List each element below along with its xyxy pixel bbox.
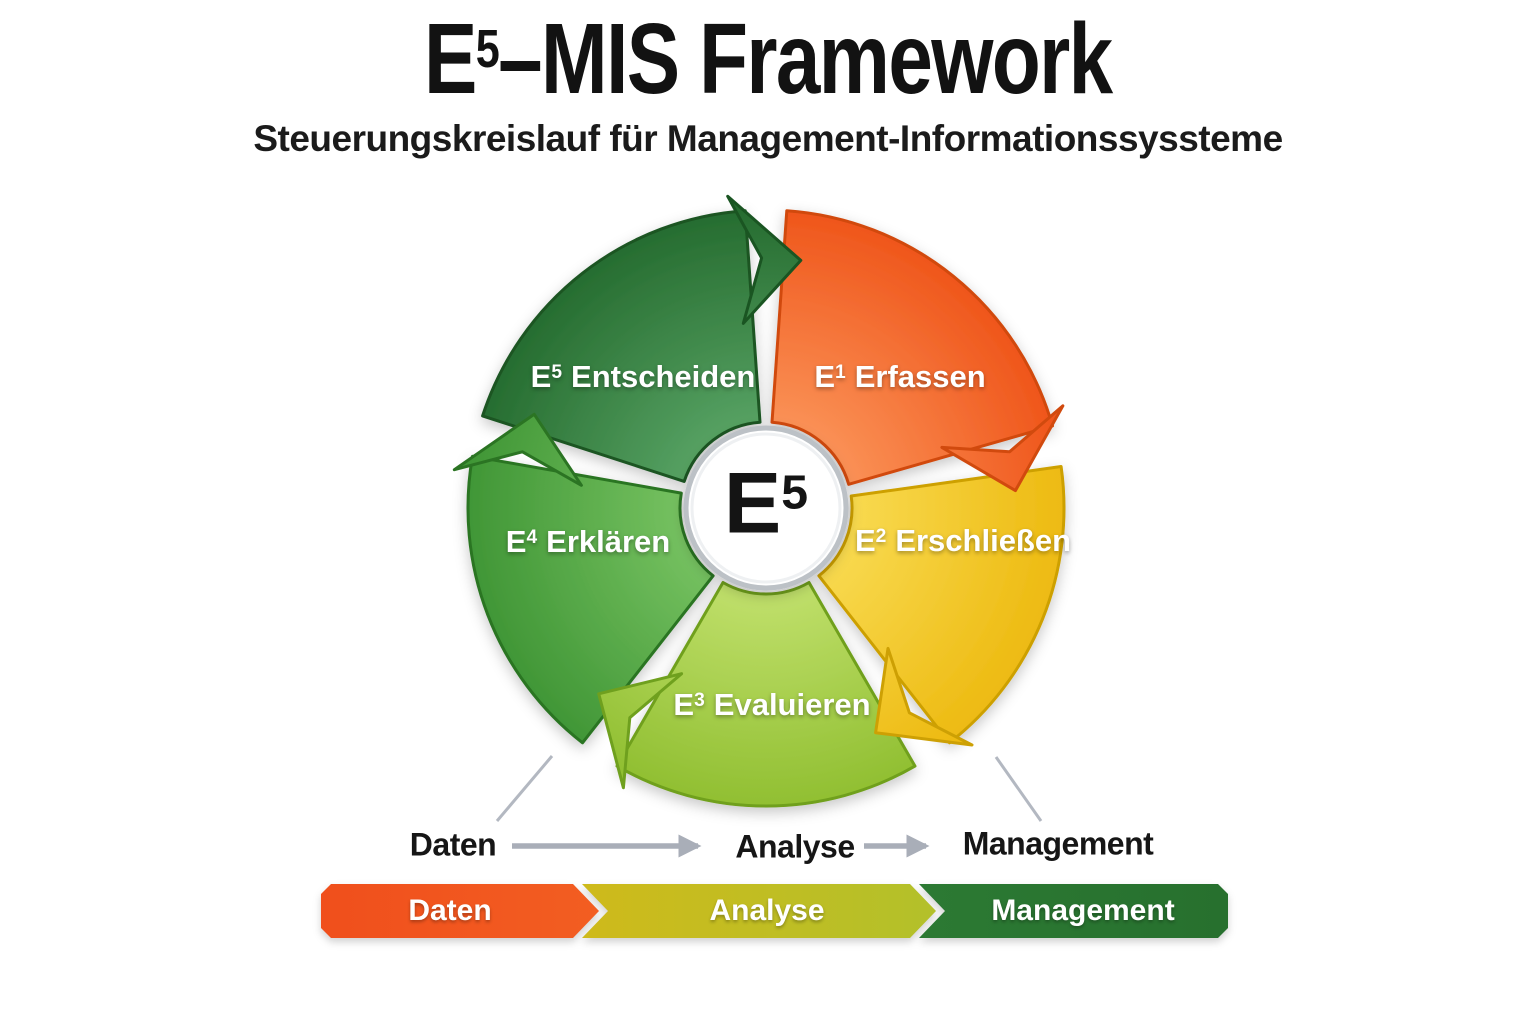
label-erfassen: E1 Erfassen: [814, 359, 985, 395]
wheel-segment-entscheiden: [481, 209, 762, 483]
flow-label-management: Management: [962, 825, 1154, 862]
hub-label-base: E: [723, 455, 782, 552]
wheel-segment-evaluieren: [615, 581, 917, 808]
label-base: E: [673, 687, 695, 722]
hub-label-exponent: 5: [781, 465, 809, 520]
arrowhead-erklaeren-icon: [452, 412, 583, 487]
arrowhead-entscheiden-icon: [726, 194, 803, 325]
title-base: E: [424, 3, 477, 115]
label-erschliessen: E2 Erschließen: [855, 523, 1071, 559]
label-base: E: [854, 523, 876, 558]
leader-line-left: [495, 755, 554, 822]
label-name: Erschließen: [895, 523, 1072, 558]
label-name: Erklären: [546, 524, 671, 559]
wheel-segment-erklaeren: [466, 454, 715, 745]
label-exponent: 4: [526, 527, 538, 549]
wheel-segment-erfassen: [770, 209, 1054, 486]
process-bar: Daten Analyse Management: [321, 884, 1228, 938]
label-exponent: 5: [551, 362, 563, 384]
page-subtitle: Steuerungskreislauf für Management-Infor…: [253, 118, 1283, 159]
label-exponent: 3: [694, 690, 705, 712]
wheel-arrowheads: [452, 194, 1065, 790]
label-name: Erfassen: [854, 359, 986, 394]
label-erklaeren: E4 Erklären: [506, 524, 670, 560]
title-exponent: 5: [475, 19, 500, 80]
leader-line-right: [994, 756, 1043, 822]
hub-label: E5: [724, 455, 808, 554]
bar-label-analyse: Analyse: [709, 894, 825, 927]
arrowhead-erschliessen-icon: [874, 646, 974, 747]
bar-segment-daten: [321, 884, 599, 938]
flow-label-daten: Daten: [409, 826, 497, 863]
label-evaluieren: E3 Evaluieren: [673, 687, 870, 723]
bar-label-management: Management: [991, 894, 1175, 927]
label-entscheiden: E5 Entscheiden: [531, 359, 756, 395]
page-title: E5–MIS Framework: [0, 0, 1536, 118]
label-exponent: 2: [875, 526, 887, 548]
hub-circle: [683, 425, 849, 591]
arrowhead-erfassen-icon: [940, 404, 1065, 493]
wheel-bodies: [466, 209, 1066, 808]
hub-inner-ring: [690, 432, 842, 584]
bar-label-daten: Daten: [408, 894, 492, 927]
label-base: E: [530, 359, 552, 394]
label-name: Entscheiden: [571, 359, 756, 394]
label-exponent: 1: [835, 362, 846, 384]
label-base: E: [505, 524, 527, 559]
bar-segment-management: [919, 884, 1228, 938]
wheel-segment-erschliessen: [817, 465, 1066, 745]
label-name: Evaluieren: [713, 687, 871, 722]
title-rest: –MIS Framework: [498, 3, 1113, 115]
arrowhead-evaluieren-icon: [597, 672, 684, 790]
label-base: E: [814, 359, 836, 394]
bar-segment-analyse: [582, 884, 936, 938]
flow-label-analyse: Analyse: [735, 828, 855, 865]
